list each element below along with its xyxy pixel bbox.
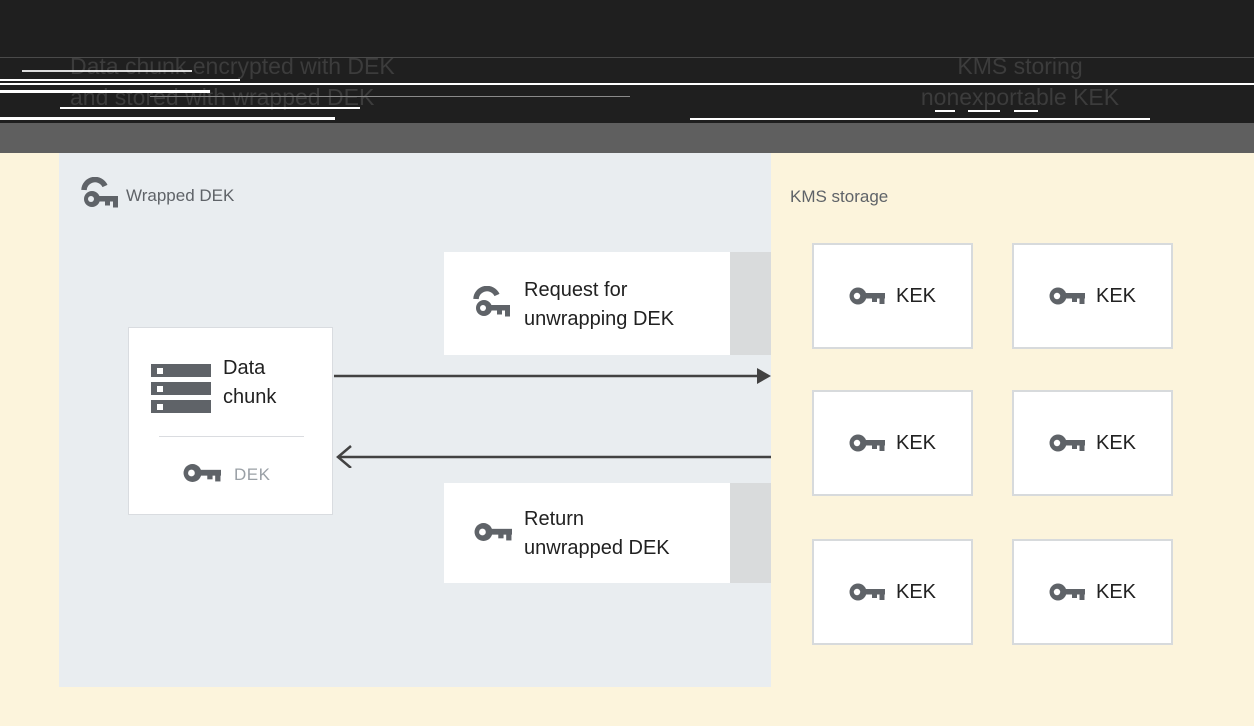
kek-label: KEK (1095, 580, 1137, 603)
header-banner: Data chunk encrypted with DEK and stored… (0, 0, 1254, 123)
caption-right-line1: KMS storing (957, 53, 1083, 79)
request-box-line2: unwrapping DEK (524, 308, 675, 330)
data-chunk-icon (151, 364, 213, 414)
key-icon (849, 284, 885, 308)
kek-box: KEK (1012, 243, 1173, 349)
glitch-streak (0, 79, 240, 81)
glitch-streak (60, 107, 360, 109)
request-box-line1: Request for (524, 279, 628, 301)
return-box-text: Return unwrapped DEK (524, 505, 670, 563)
return-box-line2: unwrapped DEK (524, 537, 670, 559)
caption-right: KMS storing nonexportable KEK (855, 51, 1185, 113)
kek-box: KEK (1012, 390, 1173, 496)
glitch-streak (690, 118, 1150, 120)
key-icon (474, 519, 512, 545)
request-box-strip (730, 252, 771, 355)
key-icon (1049, 580, 1085, 604)
key-icon (1049, 284, 1085, 308)
data-chunk-divider (159, 436, 304, 437)
caption-right-line2: nonexportable KEK (920, 84, 1120, 110)
key-icon (849, 431, 885, 455)
kek-label: KEK (895, 431, 937, 454)
wrapped-key-icon (80, 177, 120, 211)
glitch-streak (0, 117, 335, 120)
return-box: Return unwrapped DEK (444, 483, 730, 583)
data-chunk-title-line1: Data (223, 357, 266, 379)
kek-label: KEK (1095, 284, 1137, 307)
request-box: Request for unwrapping DEK (444, 252, 730, 355)
glitch-streak (1014, 110, 1038, 112)
data-chunk-title-line2: chunk (223, 386, 277, 408)
glitch-streak (150, 96, 630, 97)
return-box-strip (730, 483, 771, 583)
dek-key-icon (183, 460, 221, 486)
request-return-arrows (334, 366, 771, 468)
kek-box: KEK (812, 243, 973, 349)
key-icon (1049, 431, 1085, 455)
wrapped-key-icon (472, 286, 512, 320)
kek-label: KEK (895, 580, 937, 603)
header-gray-bar (0, 123, 1254, 153)
arrow-right-icon (334, 368, 771, 384)
arrow-left-icon (336, 445, 771, 468)
return-box-line1: Return (524, 508, 585, 530)
kek-label: KEK (1095, 431, 1137, 454)
glitch-streak (935, 110, 955, 112)
wrapped-dek-label: Wrapped DEK (126, 186, 235, 205)
kek-box: KEK (812, 539, 973, 645)
caption-left-line2: and stored with wrapped DEK (70, 84, 375, 110)
kek-label: KEK (895, 284, 937, 307)
glitch-streak (0, 90, 210, 93)
glitch-streak (0, 57, 1254, 58)
dek-label: DEK (234, 465, 271, 484)
data-chunk-box: Data chunk DEK (128, 327, 333, 515)
caption-left: Data chunk encrypted with DEK and stored… (70, 51, 395, 113)
caption-left-line1: Data chunk encrypted with DEK (70, 53, 395, 79)
data-chunk-title: Data chunk (223, 354, 276, 412)
kms-storage-label: KMS storage (790, 187, 889, 206)
kek-box: KEK (1012, 539, 1173, 645)
key-icon (849, 580, 885, 604)
request-box-text: Request for unwrapping DEK (524, 276, 674, 334)
glitch-streak (22, 70, 192, 72)
glitch-streak (0, 83, 1254, 85)
kek-box: KEK (812, 390, 973, 496)
glitch-streak (968, 110, 1000, 112)
